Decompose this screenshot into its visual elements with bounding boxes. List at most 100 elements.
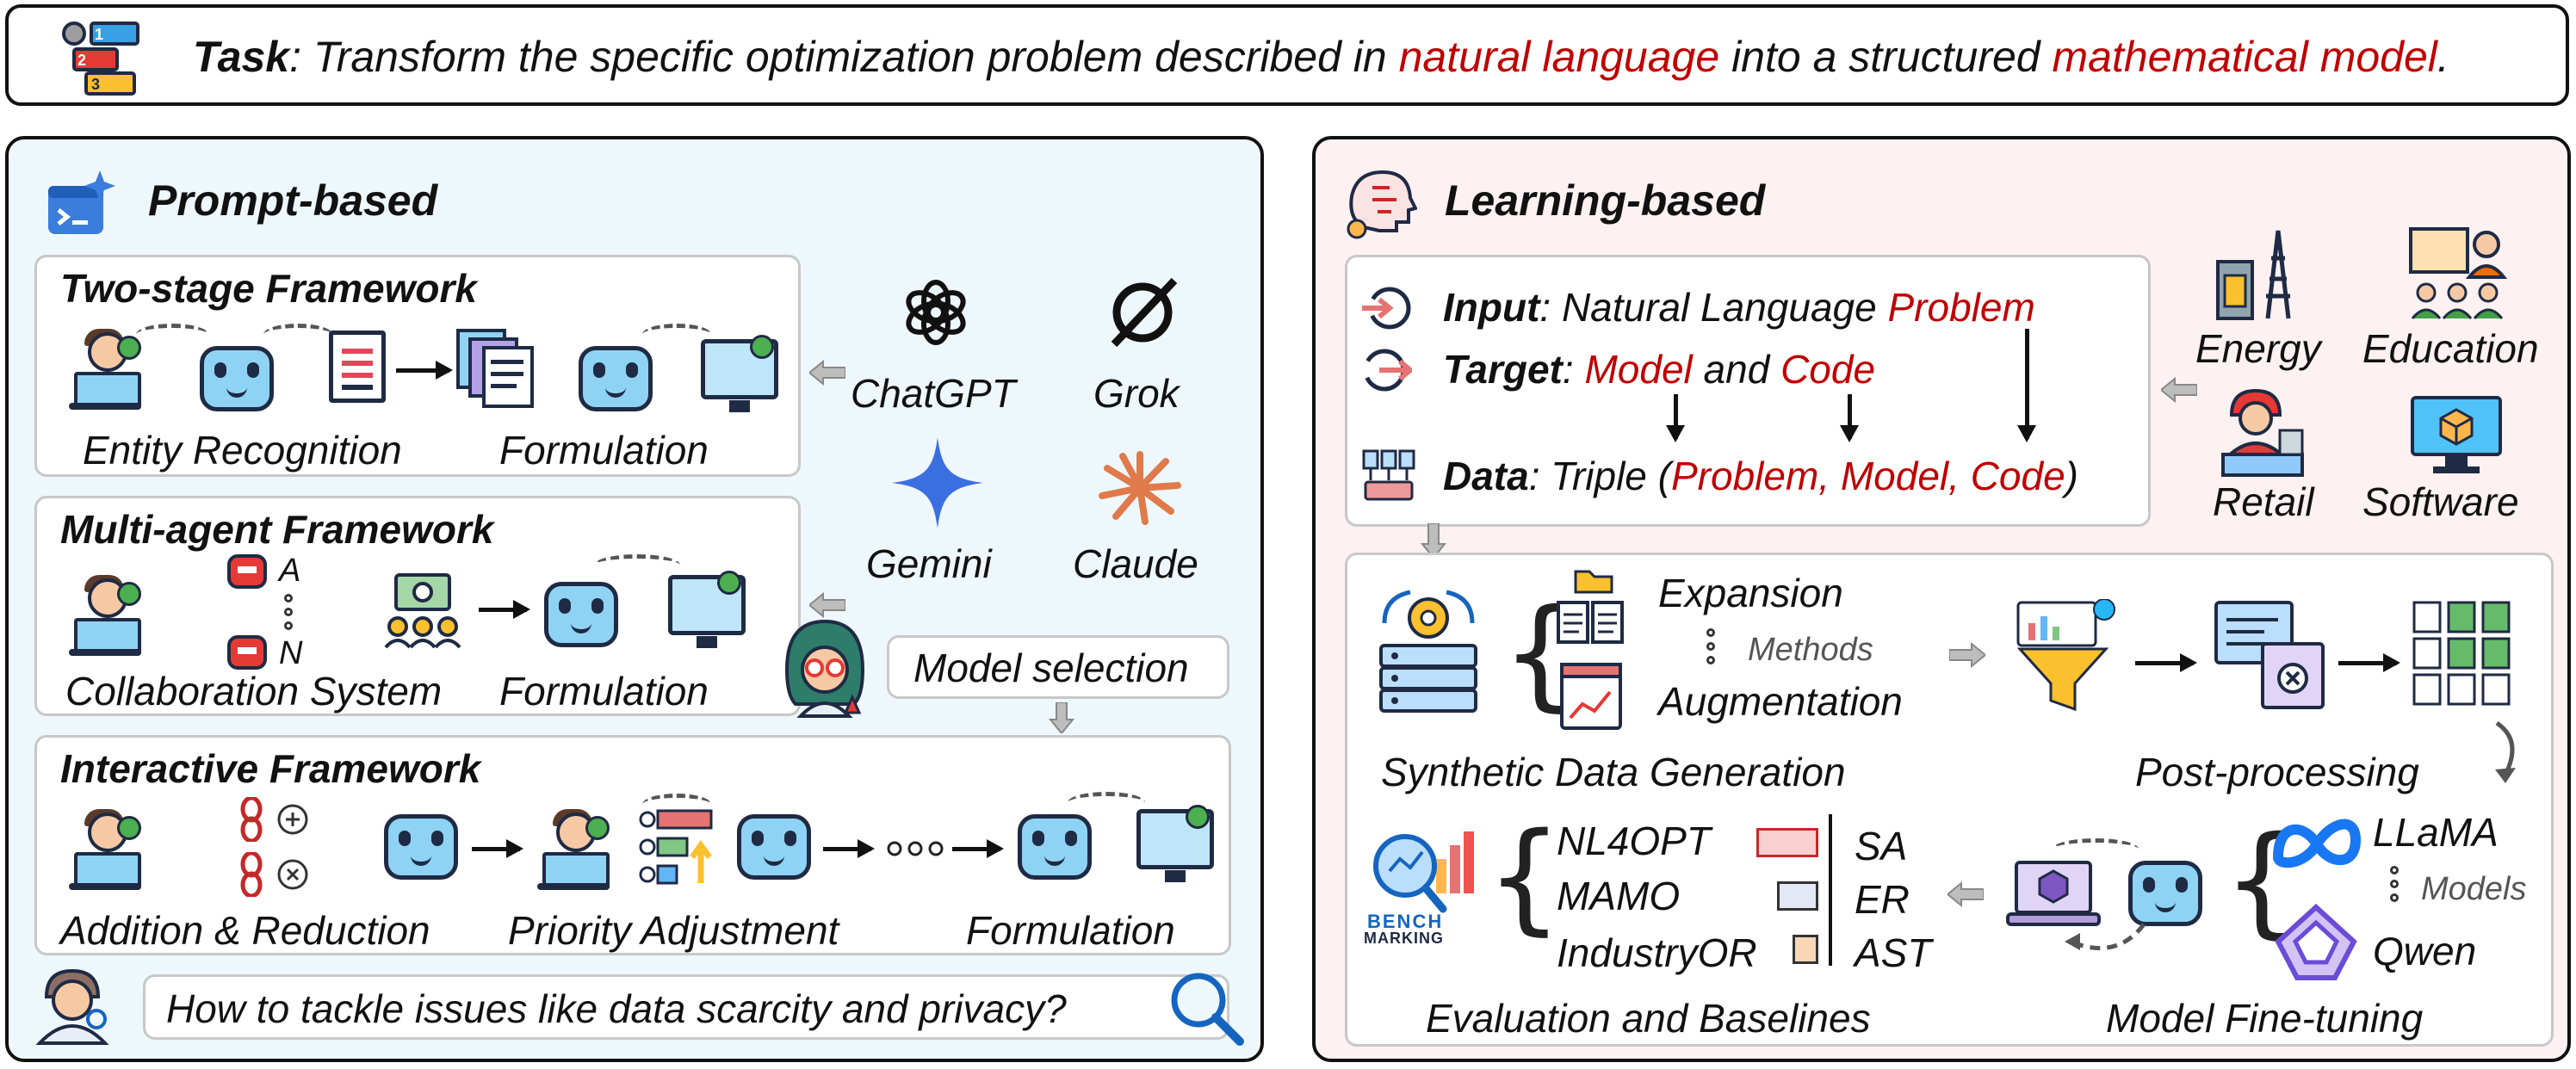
scientist-man-icon: [34, 967, 112, 1045]
grey-arrow-down: [1420, 522, 1447, 559]
software-monitor-icon: [2407, 389, 2505, 477]
arrow-right: [472, 839, 523, 858]
methods-label: Methods: [1748, 632, 1873, 668]
divider-line: [1829, 814, 1832, 966]
arrow-right: [823, 839, 875, 858]
multi-agent-formulation-label: Formulation: [499, 669, 709, 714]
grey-arrow-down: [1048, 701, 1075, 735]
task-list-icon: 1 2 3: [57, 18, 143, 97]
dataset-mamo: MAMO: [1557, 874, 1681, 918]
model-chatgpt-label: ChatGPT: [851, 371, 1016, 416]
file-grid-icon: [2411, 599, 2512, 706]
post-processing-label: Post-processing: [2135, 750, 2419, 794]
target-sep: :: [1562, 347, 1585, 392]
magnifier-icon: [1166, 967, 1245, 1047]
domain-software-label: Software: [2362, 479, 2519, 524]
user-laptop-icon: [69, 329, 141, 410]
data-highlight: Problem, Model, Code: [1671, 454, 2065, 498]
red-robot-agent-icon: [226, 551, 269, 590]
data-server-icon: [1360, 448, 1417, 504]
task-text-1: : Transform the specific optimization pr…: [289, 33, 1399, 81]
arrow-down: [1666, 394, 1685, 442]
models-label: Models: [2421, 871, 2527, 907]
priority-list-icon: [637, 807, 716, 887]
documents-stack-icon: [455, 327, 537, 410]
target-code: Code: [1780, 347, 1876, 392]
grey-arrow-left: [808, 359, 846, 386]
chain-add-icon: [236, 795, 319, 843]
grey-arrow-right: [1948, 641, 1987, 669]
claude-logo-icon: [1097, 451, 1183, 525]
svg-text:3: 3: [91, 76, 100, 93]
model-qwen-label: Qwen: [2373, 929, 2477, 973]
curved-arrow-down: [2480, 720, 2531, 785]
two-stage-formulation-label: Formulation: [499, 428, 709, 473]
user-laptop-icon: [537, 809, 610, 890]
input-text: : Natural Language: [1539, 285, 1888, 330]
meta-llama-logo-icon: [2269, 814, 2364, 874]
funnel-filter-icon: [2015, 598, 2118, 713]
left-brace: {: [2223, 811, 2300, 951]
bar-orange: [1793, 935, 1818, 964]
question-text: How to tackle issues like data scarcity …: [166, 986, 1067, 1031]
addition-reduction-label: Addition & Reduction: [60, 908, 430, 953]
pipeline-box: [1345, 553, 2554, 1047]
arrow-right: [2338, 653, 2400, 672]
interactive-formulation-label: Formulation: [966, 908, 1175, 953]
model-grok-label: Grok: [1093, 371, 1180, 416]
arrow-down: [2017, 329, 2036, 442]
ellipsis-circles: [887, 840, 944, 862]
task-highlight-natural-language: natural language: [1398, 33, 1720, 81]
grey-arrow-left: [2159, 376, 2198, 404]
vertical-dots: [2390, 866, 2400, 907]
folder-docs-icon: [1555, 568, 1625, 646]
domain-energy-label: Energy: [2195, 326, 2321, 371]
bar-pink: [1756, 828, 1818, 857]
multi-agent-title: Multi-agent Framework: [60, 507, 494, 552]
task-label: Task: [193, 33, 290, 81]
red-robot-agent-icon: [226, 632, 269, 671]
input-label: Input: [1443, 285, 1540, 330]
dashed-arrow: [136, 324, 208, 345]
data-close: ): [2065, 454, 2078, 498]
target-line: Target: Model and Code: [1443, 349, 1875, 389]
model-fine-tuning-label: Model Fine-tuning: [2106, 996, 2424, 1041]
brain-circuit-icon: [1343, 167, 1418, 241]
scientist-woman-icon: [775, 618, 871, 718]
document-icon: [329, 331, 386, 403]
chart-report-icon: [1558, 661, 1624, 732]
target-icon: [1360, 344, 1415, 396]
robot-icon: [544, 582, 618, 647]
task-text-2: into a structured: [1719, 33, 2053, 81]
user-laptop-icon: [69, 575, 141, 656]
target-and: and: [1692, 347, 1781, 392]
task-highlight-mathematical-model: mathematical model: [2052, 33, 2437, 81]
vertical-dots: [284, 594, 294, 635]
augmentation-label: Augmentation: [1658, 679, 1903, 724]
dashed-arrow: [263, 324, 332, 345]
expansion-label: Expansion: [1658, 571, 1843, 615]
evaluation-baselines-label: Evaluation and Baselines: [1426, 996, 1871, 1041]
input-target-data-box: [1345, 255, 2151, 527]
robot-icon: [2128, 861, 2202, 926]
grok-logo-icon: [1105, 275, 1180, 349]
interactive-title: Interactive Framework: [60, 746, 481, 791]
input-highlight: Problem: [1887, 285, 2035, 330]
education-classroom-icon: [2407, 226, 2508, 322]
robot-icon: [579, 346, 653, 411]
collaboration-team-icon: [382, 572, 463, 649]
user-laptop-icon: [69, 809, 141, 890]
domain-education-label: Education: [2362, 326, 2539, 371]
model-llama-label: LLaMA: [2373, 810, 2499, 855]
agent-a-label: A: [279, 553, 301, 589]
dashed-arrow: [2053, 838, 2139, 860]
terminal-sparkle-icon: [45, 169, 117, 239]
monitor-cube-icon: [1136, 805, 1214, 882]
metric-ast: AST: [1855, 930, 1932, 975]
svg-text:2: 2: [77, 52, 86, 69]
dashed-arrow: [642, 324, 711, 345]
task-bar: 1 2 3 Task: Transform the specific optim…: [5, 4, 2569, 106]
qwen-logo-icon: [2273, 903, 2359, 981]
priority-adjustment-label: Priority Adjustment: [508, 908, 839, 953]
robot-icon: [1018, 814, 1092, 880]
